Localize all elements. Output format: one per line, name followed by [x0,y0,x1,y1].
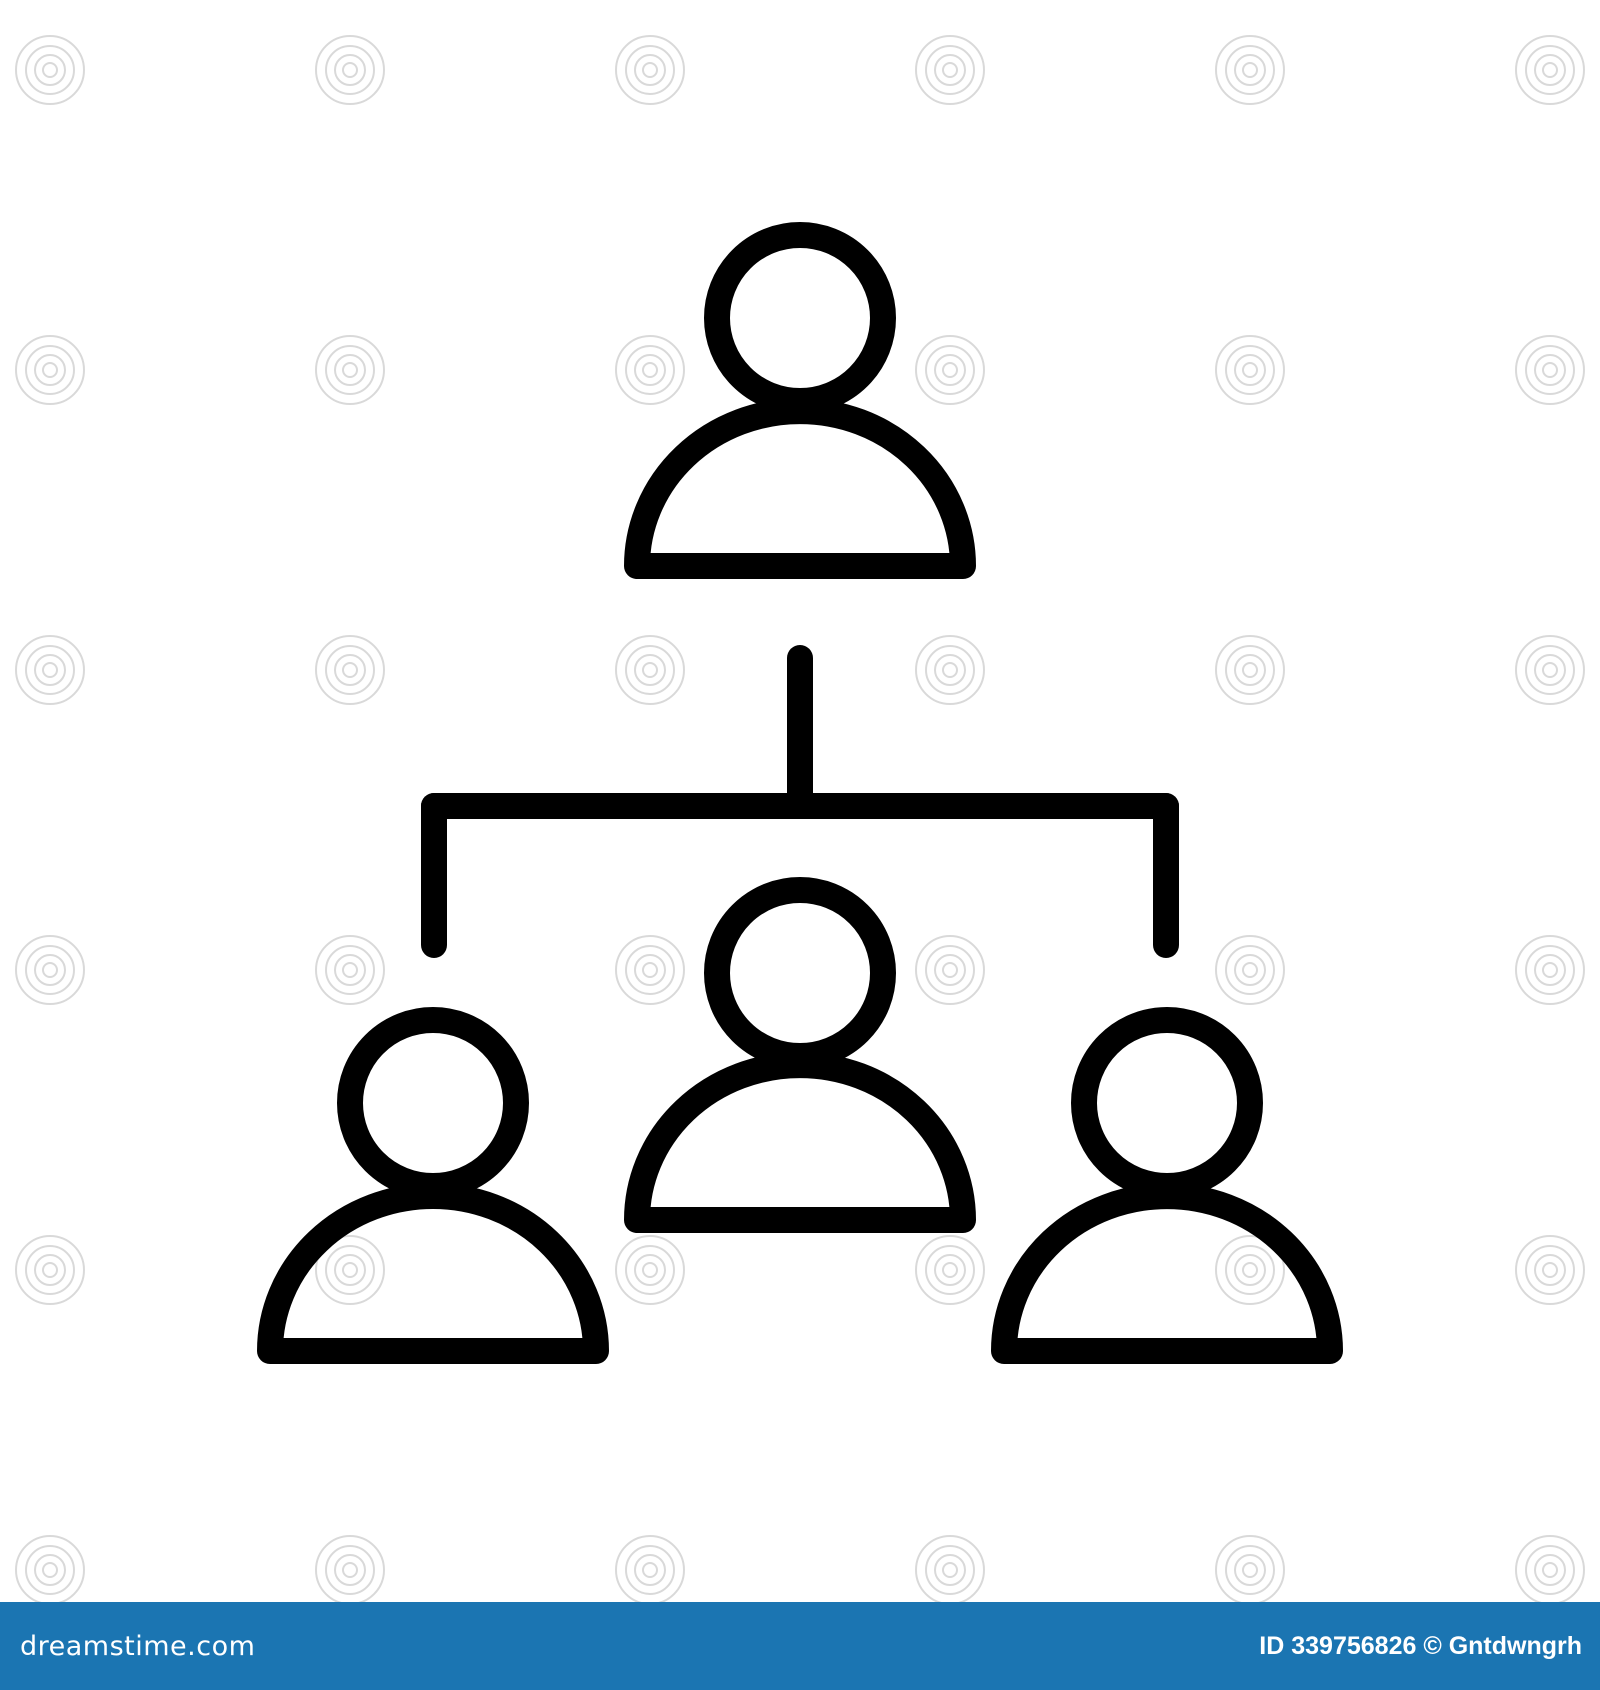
organization-hierarchy-icon [257,222,1343,1364]
middle-person-head [704,877,896,1069]
right-person-icon [991,1007,1343,1364]
top-person-head [704,222,896,414]
middle-person-icon [624,877,976,1233]
right-person-head [1071,1007,1263,1199]
middle-person-body [624,1052,976,1233]
top-person-body [624,398,976,579]
left-person-body [257,1183,609,1364]
footer-image-credit: ID 339756826 © Gntdwngrh [1259,1631,1582,1660]
footer-bar: dreamstime.com ID 339756826 © Gntdwngrh [0,1602,1600,1690]
right-person-body [991,1183,1343,1364]
hierarchy-connector [421,645,1179,958]
left-person-icon [257,1007,609,1364]
left-person-head [337,1007,529,1199]
top-person-icon [624,222,976,579]
footer-logo[interactable]: dreamstime.com [20,1630,256,1662]
